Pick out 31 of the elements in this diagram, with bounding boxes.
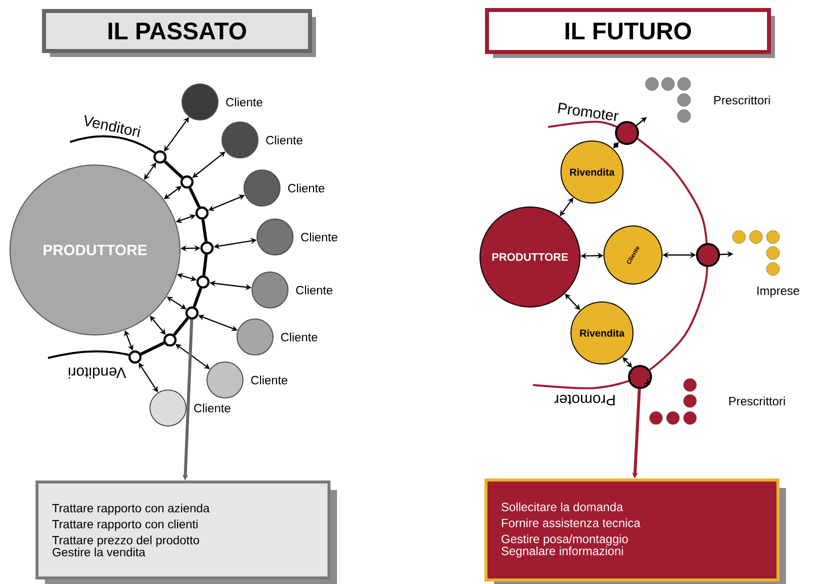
node-caption: Cliente bbox=[301, 232, 338, 242]
group-label: Promoter bbox=[558, 102, 619, 121]
junction-ring bbox=[200, 241, 214, 255]
node-caption: Cliente bbox=[288, 184, 324, 192]
title-box: IL FUTURO bbox=[485, 8, 775, 58]
junction-ring bbox=[180, 175, 194, 189]
junction-ring bbox=[163, 333, 177, 347]
junction-ring bbox=[128, 350, 142, 364]
group-label: Venditori bbox=[84, 115, 141, 138]
node-caption: Cliente bbox=[251, 376, 288, 384]
node-caption: Cliente bbox=[226, 98, 262, 106]
node-caption: Prescrittori bbox=[714, 96, 770, 104]
group-label: Venditori bbox=[68, 368, 126, 378]
junction-ring bbox=[196, 275, 210, 289]
task-box: Sollecitare la domanda Fornire assistenza tecnica Gestire posa/montaggio Segnalare informazioni bbox=[484, 478, 786, 584]
node-caption: Cliente bbox=[266, 136, 302, 144]
arrow bbox=[138, 362, 158, 392]
node-caption: Cliente bbox=[296, 286, 332, 294]
node-caption: Prescrittori bbox=[729, 396, 785, 406]
title-box: IL PASSATO bbox=[42, 9, 316, 57]
node-caption: Imprese bbox=[757, 286, 800, 298]
junction-ring bbox=[195, 206, 209, 220]
group-label: Promoter bbox=[554, 394, 615, 406]
task-box: Trattare rapporto con azienda Trattare rapporto con clienti Trattare prezzo del prodotto Gestire la vendita bbox=[36, 480, 337, 584]
promoter-dot bbox=[615, 121, 639, 145]
junction-ring bbox=[185, 306, 199, 320]
node-caption: Cliente bbox=[194, 404, 230, 412]
node-caption: Cliente bbox=[281, 332, 318, 342]
promoter-dot bbox=[628, 365, 652, 389]
junction-ring bbox=[153, 150, 167, 164]
promoter-dot bbox=[696, 243, 720, 267]
